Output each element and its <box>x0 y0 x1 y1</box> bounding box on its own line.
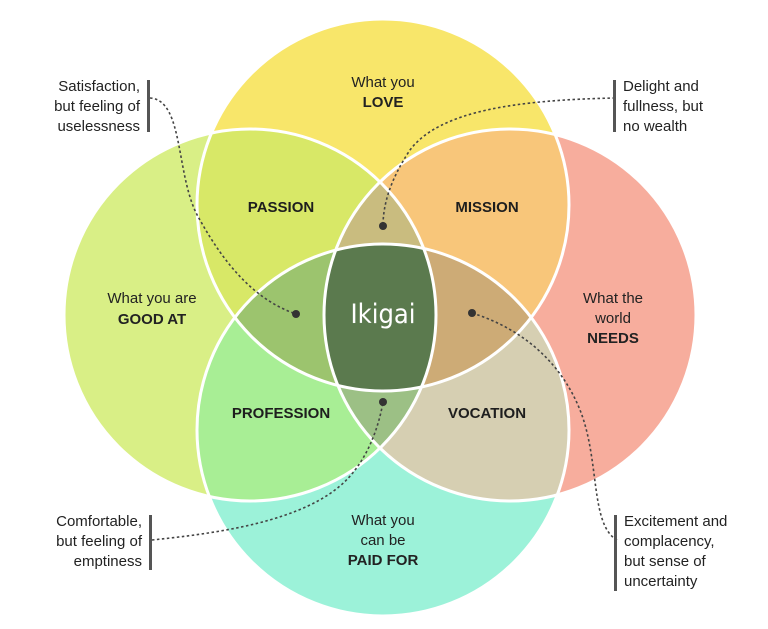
needs-line3: NEEDS <box>587 330 639 347</box>
note-bottom-left-line: emptiness <box>73 553 142 570</box>
connector-dots <box>292 222 476 406</box>
note-top-left-line: but feeling of <box>54 98 140 115</box>
note-top-right: Delight and fullness, but no wealth <box>623 77 763 137</box>
good-at-line1: What you are <box>107 290 196 307</box>
note-bottom-left: Comfortable, but feeling of emptiness <box>2 512 142 572</box>
note-bottom-right-line: Excitement and <box>624 513 728 530</box>
paid-for-line2: can be <box>360 532 405 549</box>
note-bottom-left-line: Comfortable, <box>56 513 142 530</box>
love-line1: What you <box>351 74 414 91</box>
region-love-needs-paid <box>324 244 569 391</box>
dot-profession <box>379 398 387 406</box>
region-good-love-paid <box>197 244 436 391</box>
connector-mission-note <box>382 97 616 227</box>
note-top-right-bar <box>613 80 616 132</box>
profession-label: PROFESSION <box>232 405 330 422</box>
paid-for-line3: PAID FOR <box>348 552 419 569</box>
note-top-right-line: no wealth <box>623 118 688 135</box>
needs-line2: world <box>594 310 631 327</box>
vocation-label: VOCATION <box>448 405 526 422</box>
paid-for-line1: What you <box>351 512 414 529</box>
dot-vocation <box>468 309 476 317</box>
note-top-left-line: Satisfaction, <box>58 78 140 95</box>
note-bottom-right-line: uncertainty <box>624 573 698 590</box>
love-line2: LOVE <box>363 94 404 111</box>
note-bottom-right-line: complacency, <box>624 533 715 550</box>
note-top-right-line: Delight and <box>623 78 699 95</box>
note-bottom-right: Excitement and complacency, but sense of… <box>624 512 764 592</box>
note-bottom-right-bar <box>614 515 617 591</box>
circle-outlines <box>62 17 698 618</box>
connector-lines <box>149 97 618 541</box>
note-bottom-right-line: but sense of <box>624 553 706 570</box>
dot-mission <box>379 222 387 230</box>
note-top-right-line: fullness, but <box>623 98 704 115</box>
connector-vocation-note <box>471 312 618 541</box>
note-bottom-left-bar <box>149 515 152 570</box>
mission-label: MISSION <box>455 199 518 216</box>
note-top-left: Satisfaction, but feeling of uselessness <box>0 77 140 137</box>
note-top-left-line: uselessness <box>57 118 140 135</box>
note-top-left-bar <box>147 80 150 132</box>
connector-profession-note <box>151 401 384 541</box>
passion-label: PASSION <box>248 199 314 216</box>
good-at-line2: GOOD AT <box>118 311 186 328</box>
ikigai-label: Ikigai <box>350 299 415 330</box>
connector-passion-note <box>149 97 297 315</box>
note-bottom-left-line: but feeling of <box>56 533 142 550</box>
dot-passion <box>292 310 300 318</box>
needs-line1: What the <box>583 290 643 307</box>
